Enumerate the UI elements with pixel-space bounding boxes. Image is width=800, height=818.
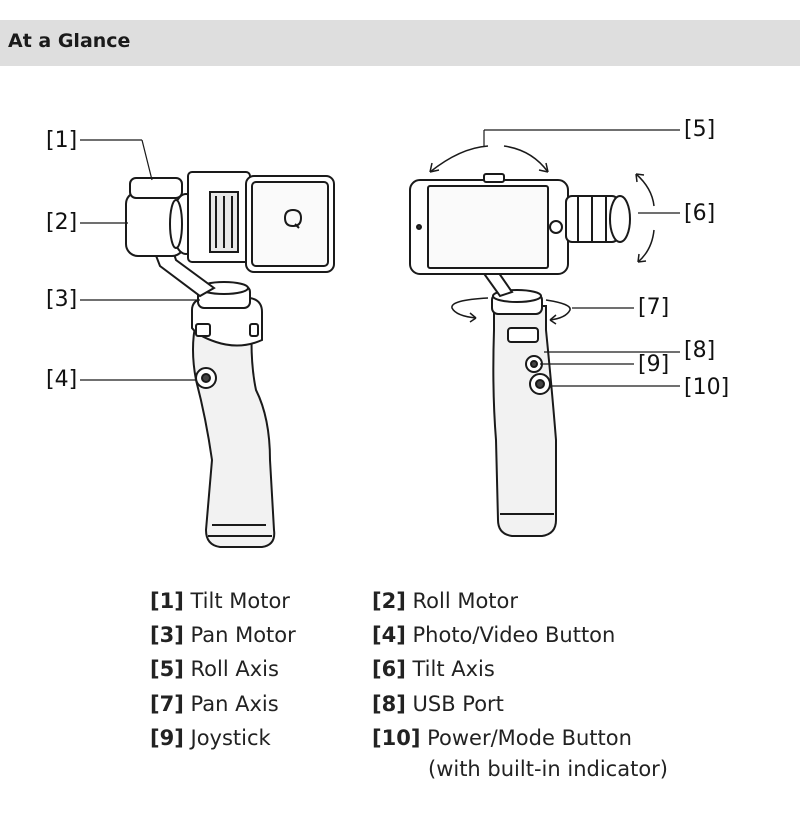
legend-item-6: [6] Tilt Axis [372, 657, 495, 681]
legend-item-8: [8] USB Port [372, 692, 504, 716]
legend-item-4: [4] Photo/Video Button [372, 623, 616, 647]
callout-1: [1] [46, 128, 78, 153]
gimbal-left-view [125, 171, 335, 548]
gimbal-right-view [409, 173, 631, 537]
legend-item-7: [7] Pan Axis [150, 692, 279, 716]
gimbal-illustration [80, 129, 680, 548]
callout-3: [3] [46, 287, 78, 312]
legend-item-10-note: (with built-in indicator) [428, 757, 668, 781]
section-header: At a Glance [0, 20, 800, 66]
section-title: At a Glance [8, 30, 131, 52]
callout-5: [5] [684, 117, 716, 142]
legend-item-2: [2] Roll Motor [372, 589, 519, 613]
callout-2: [2] [46, 210, 78, 235]
callout-9: [9] [638, 352, 670, 377]
legend-item-1: [1] Tilt Motor [150, 589, 290, 613]
pan-axis-arrow [451, 297, 571, 325]
callout-10: [10] [684, 375, 730, 400]
leader-lines [80, 129, 680, 387]
roll-axis-arrow [429, 145, 549, 173]
legend-item-5: [5] Roll Axis [150, 657, 279, 681]
legend-item-9: [9] Joystick [150, 726, 271, 750]
callout-4: [4] [46, 367, 78, 392]
tilt-axis-arrow [635, 173, 655, 263]
callout-6: [6] [684, 201, 716, 226]
callout-7: [7] [638, 295, 670, 320]
legend-item-10: [10] Power/Mode Button(with built-in ind… [372, 726, 668, 781]
legend-item-3: [3] Pan Motor [150, 623, 296, 647]
callout-8: [8] [684, 338, 716, 363]
